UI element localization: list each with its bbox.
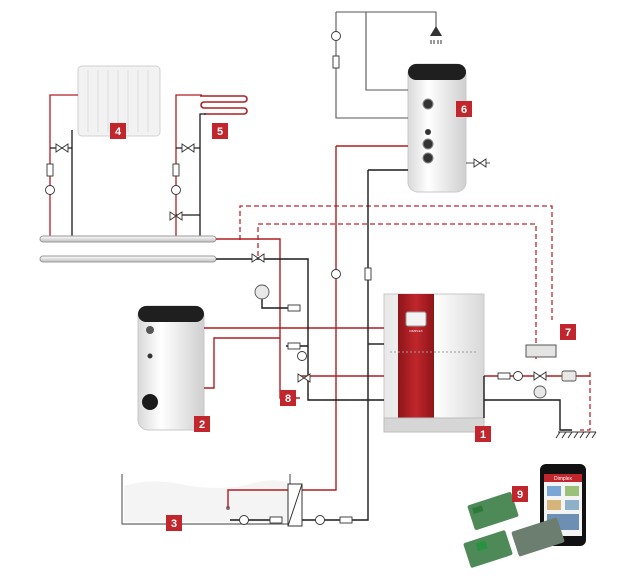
badge-3: 3	[166, 515, 182, 531]
svg-text:3: 3	[171, 518, 177, 530]
badge-5: 5	[212, 123, 228, 139]
signal-lines	[239, 205, 591, 431]
check-valve-icon	[46, 55, 511, 524]
badge-8: 8	[280, 390, 296, 406]
heat-pump-unit	[383, 293, 485, 433]
radiator-circuit	[49, 94, 78, 236]
shower-head-icon	[430, 26, 442, 44]
heat-pump-brand: DIMPLEX	[409, 329, 422, 333]
svg-text:9: 9	[517, 489, 523, 501]
mixing-valve-icon	[169, 211, 311, 383]
heat-exchanger-icon	[287, 483, 303, 527]
distribution-headers	[39, 235, 217, 263]
phone-brand: Dimplex	[554, 476, 573, 482]
badge-1: 1	[475, 426, 491, 442]
svg-text:8: 8	[285, 393, 291, 405]
badge-2: 2	[194, 416, 210, 432]
hot-water-tank	[407, 63, 467, 193]
storage-container	[121, 474, 291, 525]
badge-9: 9	[512, 486, 528, 502]
svg-text:4: 4	[115, 126, 122, 138]
pump-icon	[45, 31, 523, 525]
radiator	[77, 65, 161, 137]
control-boards	[463, 492, 565, 568]
expansion-vessel-icon	[254, 284, 577, 399]
badge-4: 4	[110, 123, 126, 139]
svg-text:1: 1	[480, 429, 486, 441]
badge-6: 6	[456, 101, 472, 117]
svg-text:7: 7	[565, 327, 571, 339]
ground-symbol	[555, 431, 597, 439]
svg-text:5: 5	[217, 126, 223, 138]
svg-text:2: 2	[199, 419, 205, 431]
buffer-tank	[137, 305, 205, 431]
control-module-icon	[525, 344, 557, 358]
shutoff-valve-icon	[55, 143, 547, 381]
badge-7: 7	[560, 324, 576, 340]
svg-text:6: 6	[461, 104, 467, 116]
floor-heating-coil	[200, 95, 248, 115]
